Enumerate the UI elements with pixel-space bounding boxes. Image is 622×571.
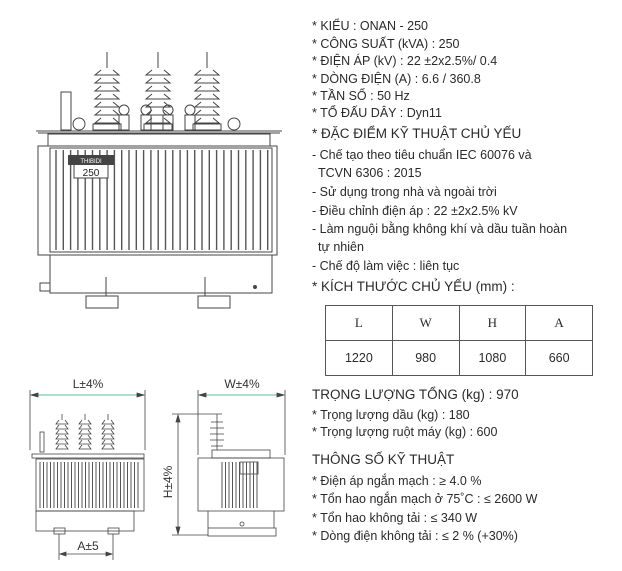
lv-bushing-icon [118,104,130,131]
spec-kieu: * KIỂU : ONAN - 250 [312,19,429,33]
dac-diem-item: - Sử dụng trong nhà và ngoài trời [312,185,497,199]
transformer-front-view: L±4% A±5 [29,377,146,560]
dac-diem-item: - Điều chỉnh điện áp : 22 ±2x2.5% kV [312,204,518,218]
hv-bushing-icon [78,414,92,450]
hv-bushing-icon [55,414,69,450]
lv-bushing-icon [140,104,152,131]
spec-dong-dien: * DÒNG ĐIỆN (A) : 6.6 / 360.8 [312,72,481,86]
lv-bushing-icon [184,104,196,131]
table-cell: 1220 [325,340,393,376]
lv-bushing-icon [162,104,174,131]
spec-to-dau-day: * TỔ ĐẤU DÂY : Dyn11 [312,106,442,120]
dac-diem-item: - Chế độ làm việc : liên tục [312,259,460,273]
technical-item: * Tổn hao không tải : ≤ 340 W [312,511,478,525]
technical-title: THÔNG SỐ KỸ THUẬT [312,452,455,467]
dac-diem-item: tự nhiên [318,240,364,254]
spec-tan-so: * TẦN SỐ : 50 Hz [312,89,410,103]
dim-W-label: W±4% [224,377,260,391]
dimensions-table: L W H A 1220 980 1080 660 [325,305,593,376]
dac-diem-item: - Làm nguội bằng không khí và dầu tuần h… [312,222,568,236]
technical-item: * Tổn hao ngắn mạch ở 75˚C : ≤ 2600 W [312,492,538,506]
conservator-icon [39,431,45,453]
table-header: W [391,305,460,341]
technical-item: * Dòng điện không tải : ≤ 2 % (+30%) [312,529,518,543]
spec-cong-suat: * CÔNG SUẤT (kVA) : 250 [312,37,460,51]
transformer-side-view: H±4% W±4% [161,377,286,537]
table-cell: 660 [525,340,593,376]
dac-diem-item: TCVN 6306 : 2015 [318,166,422,180]
dac-diem-item: - Chế tạo theo tiêu chuẩn IEC 60076 và [312,148,532,162]
hv-bushing-icon [92,52,122,131]
svg-text:THIBIDI: THIBIDI [80,159,102,165]
kich-thuoc-title: * KÍCH THƯỚC CHỦ YẾU (mm) : [312,279,515,294]
spec-dien-ap: * ĐIỆN ÁP (kV) : 22 ±2x2.5%/ 0.4 [312,54,498,68]
table-cell: 980 [391,340,460,376]
hv-bushing-icon [192,52,222,131]
technical-item: * Điện áp ngắn mạch : ≥ 4.0 % [312,474,482,488]
hv-bushing-icon [101,414,115,450]
dim-A-label: A±5 [77,539,99,553]
logo-plate: 250 THIBIDI [68,155,114,179]
weight-core: * Trọng lượng ruột máy (kg) : 600 [312,425,498,439]
table-header: A [525,305,593,341]
table-header: H [458,305,527,341]
weight-total: TRỌNG LƯỢNG TỔNG (kg) : 970 [312,387,519,402]
weight-oil: * Trọng lượng dầu (kg) : 180 [312,408,470,422]
transformer-main-drawing: 250 THIBIDI [36,52,282,309]
table-header: L [325,305,393,341]
table-cell: 1080 [458,340,527,376]
rating-plate-label: 250 [83,168,100,179]
hv-bushing-icon [143,52,173,131]
dim-L-label: L±4% [73,377,104,391]
dim-H-label: H±4% [161,465,175,498]
dac-diem-title: * ĐẶC ĐIỂM KỸ THUẬT CHỦ YẾU [312,126,522,141]
